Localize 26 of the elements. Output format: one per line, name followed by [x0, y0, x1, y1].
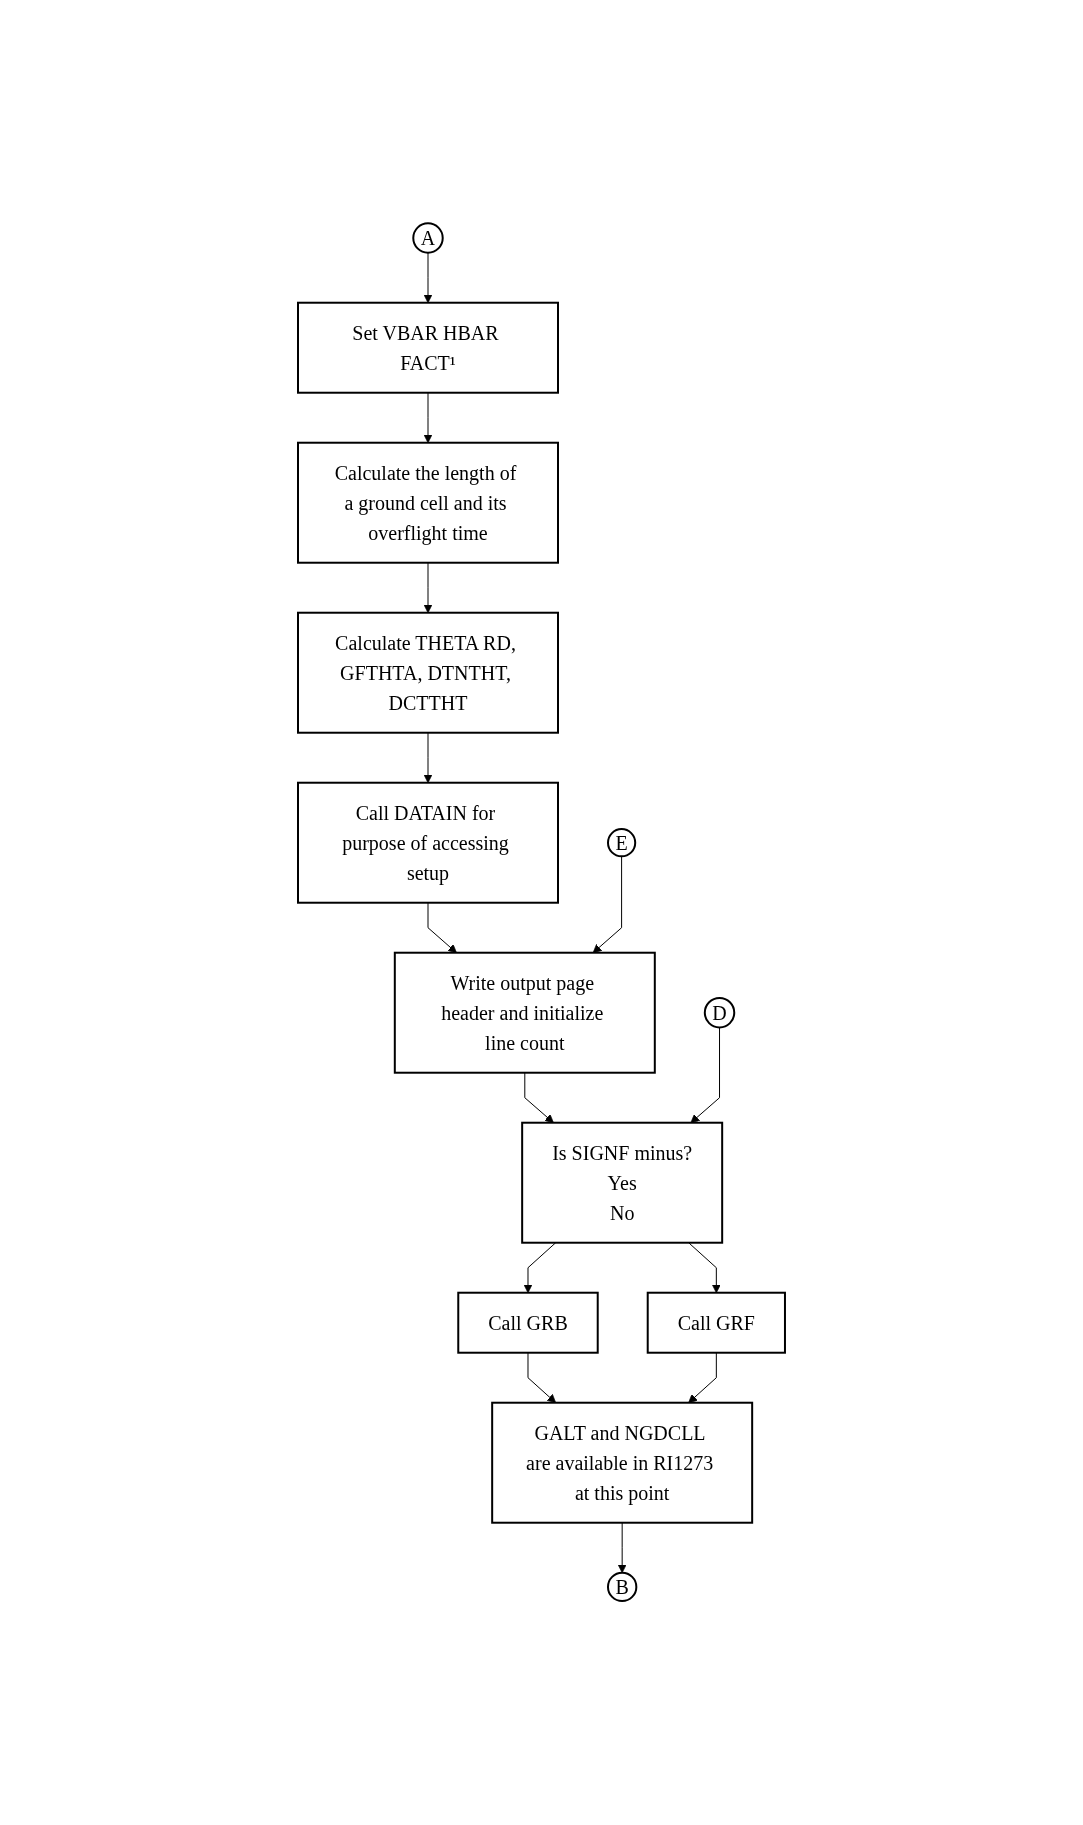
node-box: Call GRB [457, 1291, 599, 1354]
node-circle: D [703, 997, 736, 1029]
node-box: GALT and NGDCLL are available in RI1273 at this point [491, 1401, 754, 1524]
node-circle: E [607, 828, 637, 858]
node-circle: B [607, 1571, 638, 1603]
arrow [688, 1242, 721, 1294]
node-box: Write output page header and initialize line count [393, 951, 656, 1074]
arrow [423, 732, 433, 784]
arrow [423, 252, 433, 304]
arrow [688, 1352, 717, 1404]
node-box: Calculate the length of a ground cell and its overflight time [297, 441, 559, 564]
node-box: Calculate THETA RD, GFTHTA, DTNTHT, DCTTHT [297, 611, 559, 734]
arrow [524, 1072, 554, 1124]
arrow [523, 1242, 557, 1294]
arrow [527, 1352, 557, 1404]
node-circle: A [412, 222, 444, 254]
node-box: Call GRF [646, 1291, 786, 1354]
arrow [423, 562, 433, 614]
node-box: Call DATAIN for purpose of accessing setup [297, 781, 559, 904]
arrow [617, 1522, 627, 1574]
node-box: Is SIGNF minus? Yes No [521, 1121, 724, 1244]
arrow [423, 392, 433, 444]
arrow [427, 902, 457, 954]
arrow [690, 1027, 721, 1124]
arrow [592, 855, 623, 954]
node-box: Set VBAR HBAR FACT¹ [297, 301, 559, 394]
